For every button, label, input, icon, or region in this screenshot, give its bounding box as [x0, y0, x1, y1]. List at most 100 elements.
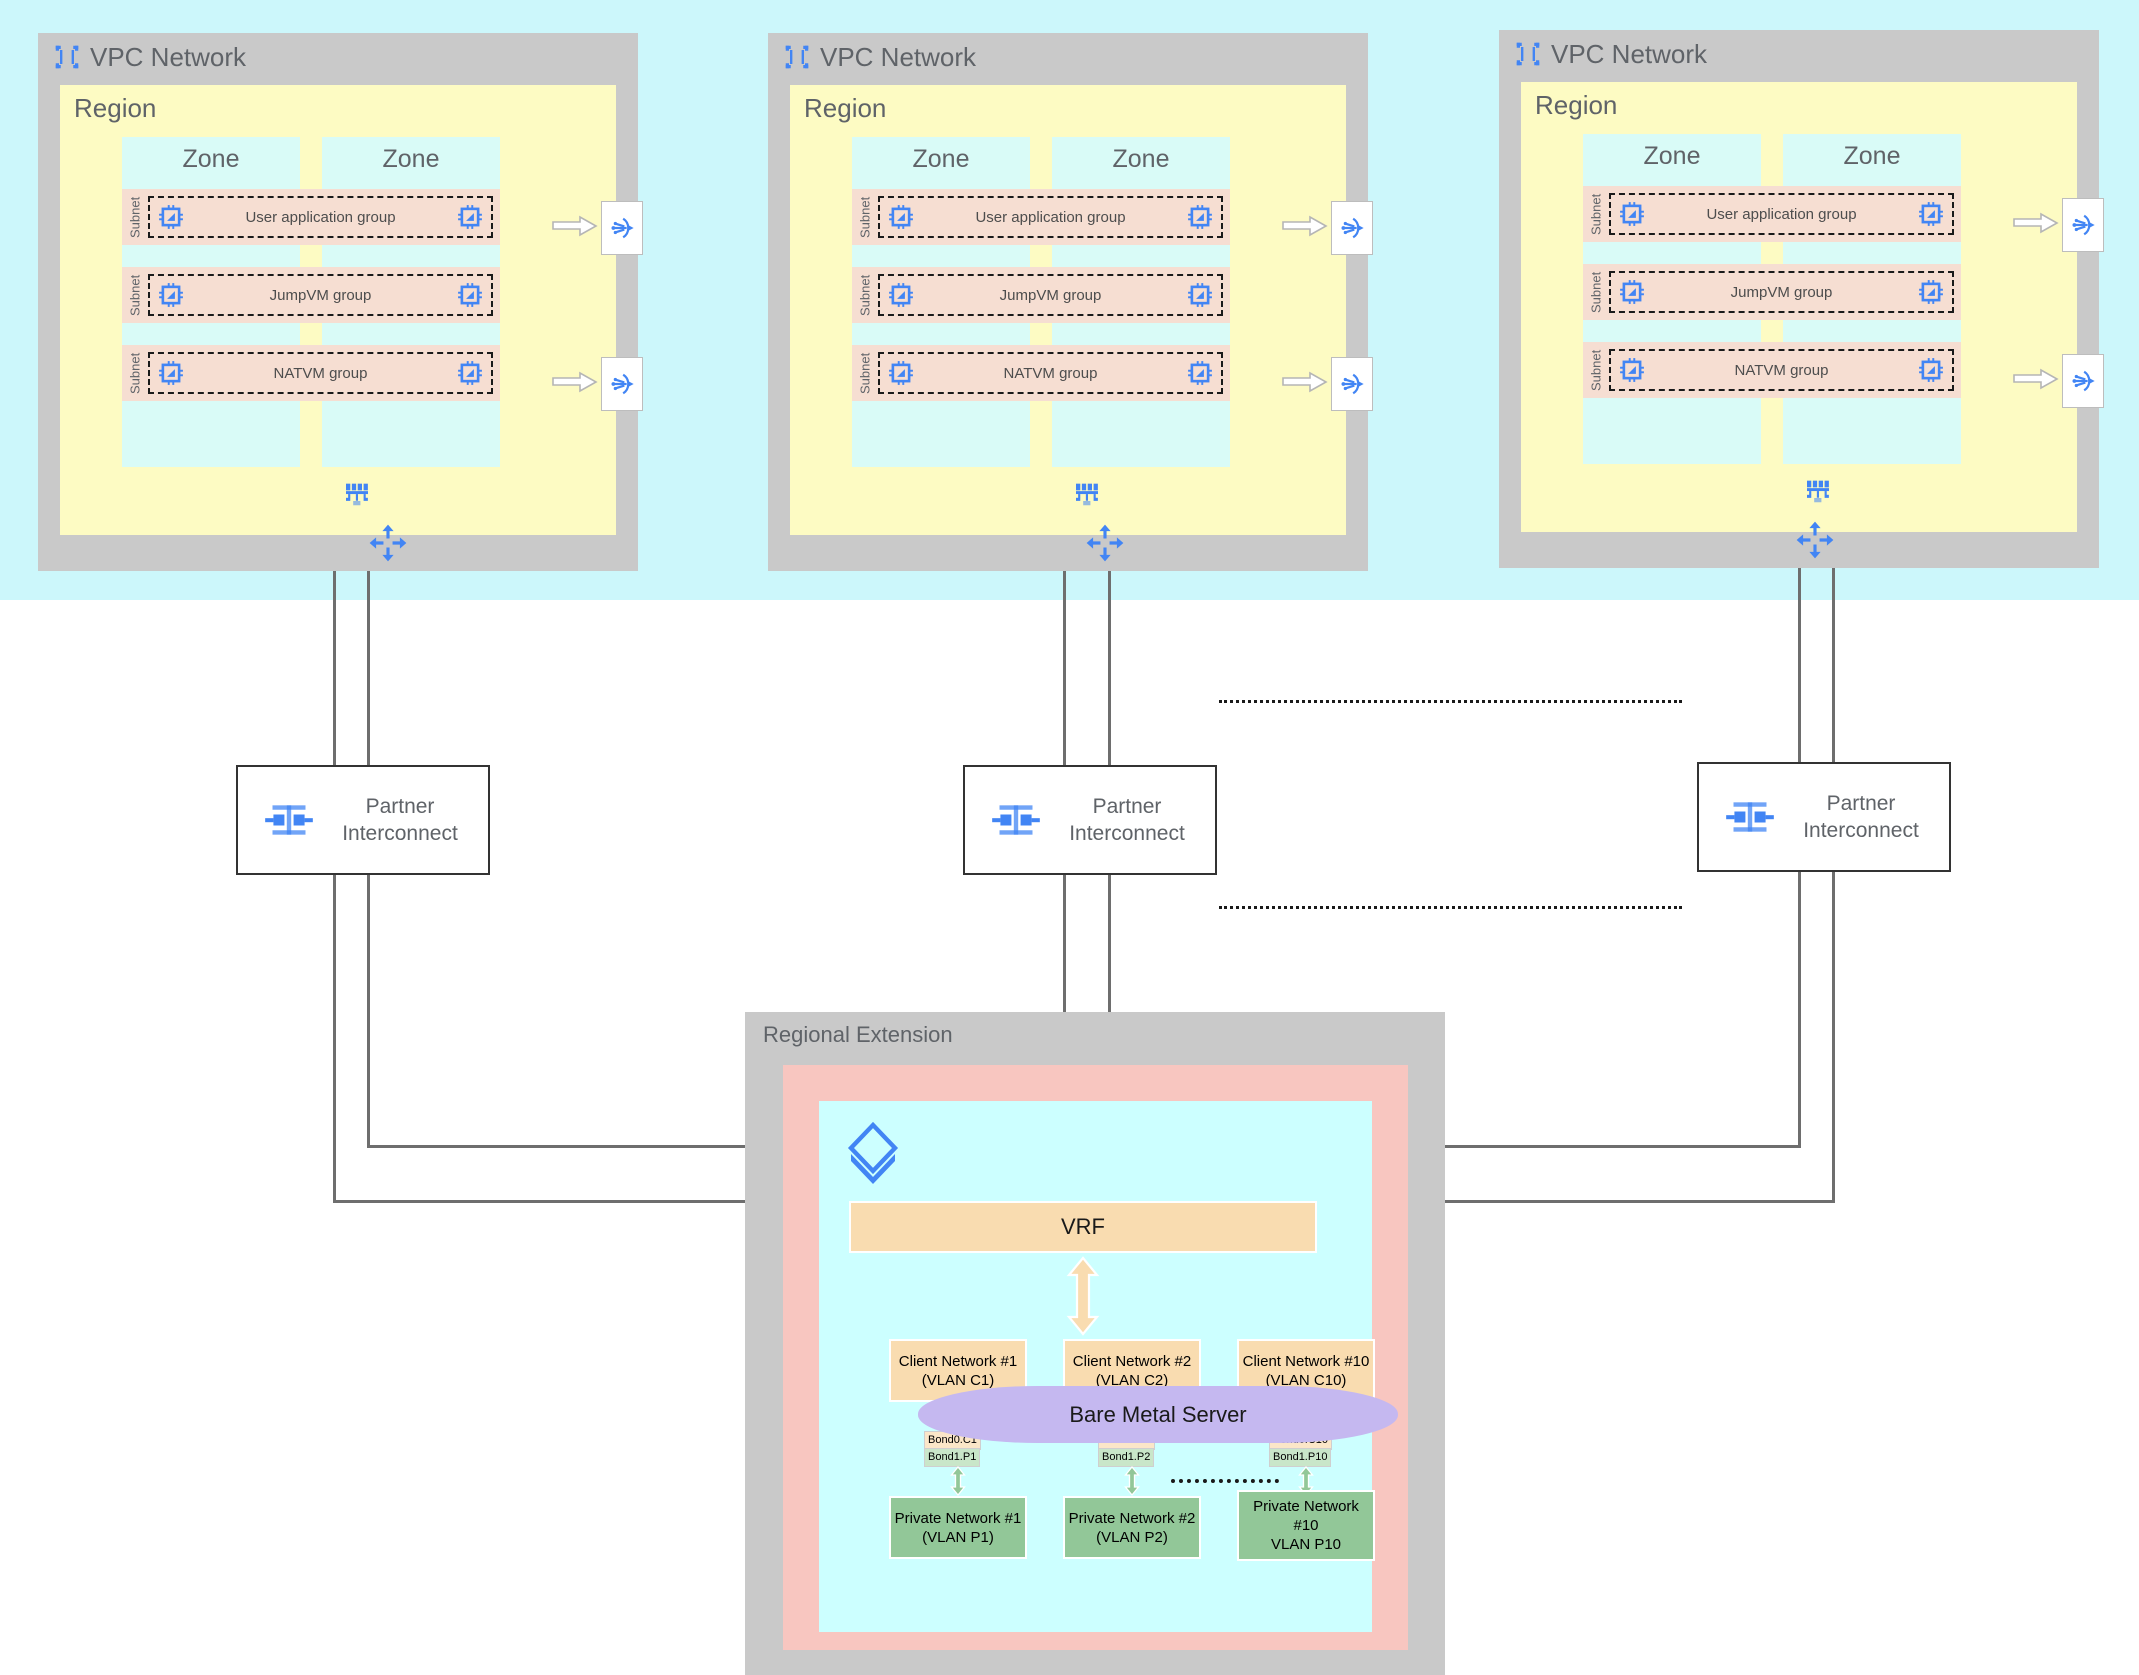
arrow-to-nat-3-3 — [2013, 368, 2059, 390]
partner-interconnect-2[interactable]: Partner Interconnect — [963, 765, 1217, 875]
vpc-network-icon — [1513, 39, 1543, 69]
subnet-3-1: Subnet User application group — [1583, 186, 1961, 242]
cn10-line2: (VLAN C10) — [1265, 1371, 1347, 1389]
wire-vpc1-e — [333, 1200, 778, 1203]
wire-vpc2-b — [1108, 533, 1111, 796]
pn10-line2: #10 — [1293, 1517, 1319, 1534]
private-network-10-text: Private Network #10 VLAN P10 — [1253, 1497, 1359, 1554]
cn2-line2: (VLAN C2) — [1095, 1371, 1169, 1389]
pn2-line2: (VLAN P2) — [1096, 1528, 1168, 1546]
vpc-header-label-2: VPC Network — [820, 42, 977, 72]
subnet-1-3: Subnet NATVM group — [122, 345, 500, 401]
subnet-label-3-2: Subnet — [1588, 271, 1604, 313]
region-label-2: Region — [804, 93, 887, 123]
subnet-label-2-3: Subnet — [857, 352, 873, 394]
cn10-line1: Client Network #10 — [1242, 1352, 1370, 1370]
zone-label-1-right: Zone — [382, 145, 440, 173]
region-label-3: Region — [1535, 90, 1618, 120]
group-label-1-2: JumpVM group — [269, 286, 372, 304]
pn10-line3: VLAN P10 — [1270, 1536, 1342, 1553]
group-label-3-3: NATVM group — [1734, 361, 1829, 379]
partner-interconnect-3[interactable]: Partner Interconnect — [1697, 762, 1951, 872]
partner-interconnect-1[interactable]: Partner Interconnect — [236, 765, 490, 875]
subnet-1-2: Subnet JumpVM group — [122, 267, 500, 323]
network-switch-icon — [1801, 478, 1837, 510]
subnet-label-3-1: Subnet — [1588, 193, 1604, 235]
vm-chip-icon — [1918, 279, 1944, 305]
wire-vpc1-b — [367, 533, 370, 796]
regional-extension[interactable]: Regional Extension VRF — [745, 1012, 1445, 1675]
pn10-line1: Private Network — [1253, 1498, 1359, 1515]
network-switch-icon — [1070, 481, 1106, 513]
vpc-header-1: VPC Network — [38, 33, 638, 85]
bond-label-p2: Bond1.P2 — [1098, 1448, 1155, 1467]
pi-label-line1: Partner — [365, 795, 435, 818]
region-2: Region Zone Zone Subnet User application… — [790, 85, 1346, 535]
pn2-line1: Private Network #2 — [1068, 1509, 1196, 1527]
instance-group-3-2: JumpVM group — [1609, 271, 1954, 313]
pi-label-line2: Interconnect — [342, 822, 458, 845]
group-label-1-3: NATVM group — [273, 364, 368, 382]
arrow-to-nat-2-3 — [1282, 371, 1328, 393]
cloud-nat-1-1[interactable] — [601, 201, 643, 255]
subnet-2-1: Subnet User application group — [852, 189, 1230, 245]
region-label-1: Region — [74, 93, 157, 123]
zone-label-3-right: Zone — [1843, 142, 1901, 170]
vm-chip-icon — [1918, 357, 1944, 383]
subnet-2-2: Subnet JumpVM group — [852, 267, 1230, 323]
arrow-to-nat-2-1 — [1282, 215, 1328, 237]
vpc-panel-3[interactable]: VPC Network Region Zone Zone Subnet User… — [1499, 30, 2099, 568]
region-3: Region Zone Zone Subnet User application… — [1521, 82, 2077, 532]
vm-chip-icon — [1619, 201, 1645, 227]
vm-chip-icon — [457, 282, 483, 308]
instance-group-3-3: NATVM group — [1609, 349, 1954, 391]
vpc-network-icon — [782, 42, 812, 72]
private-network-10[interactable]: Private Network #10 VLAN P10 — [1237, 1490, 1375, 1561]
cloud-nat-2-3[interactable] — [1331, 357, 1373, 411]
instance-group-2-3: NATVM group — [878, 352, 1223, 394]
instance-group-1-3: NATVM group — [148, 352, 493, 394]
subnet-label-1-2: Subnet — [127, 274, 143, 316]
cloud-nat-2-1[interactable] — [1331, 201, 1373, 255]
vpc-panel-2[interactable]: VPC Network Region Zone Zone Subnet User… — [768, 33, 1368, 571]
client-network-1-text: Client Network #1 (VLAN C1) — [899, 1352, 1017, 1390]
wire-vpc3-b — [1832, 533, 1835, 796]
ellipsis-separator-bottom — [1219, 906, 1682, 909]
subnet-1-1: Subnet User application group — [122, 189, 500, 245]
wire-vpc1-c — [333, 865, 336, 1200]
subnet-label-2-1: Subnet — [857, 196, 873, 238]
wire-vpc3-d — [1832, 865, 1835, 1203]
cloud-nat-3-3[interactable] — [2062, 354, 2104, 408]
arrow-to-nat-1-1 — [552, 215, 598, 237]
vrf-box[interactable]: VRF — [849, 1201, 1317, 1253]
regional-extension-cyan-layer: VRF Client Network #1 (VLAN C1) — [819, 1101, 1398, 1632]
vm-chip-icon — [1187, 360, 1213, 386]
instance-group-1-2: JumpVM group — [148, 274, 493, 316]
subnet-label-3-3: Subnet — [1588, 349, 1604, 391]
zone-label-2-right: Zone — [1112, 145, 1170, 173]
vpc-header-3: VPC Network — [1499, 30, 2099, 82]
private-network-2[interactable]: Private Network #2 (VLAN P2) — [1063, 1496, 1201, 1559]
vm-chip-icon — [888, 360, 914, 386]
private-network-1-text: Private Network #1 (VLAN P1) — [895, 1509, 1022, 1547]
private-network-1[interactable]: Private Network #1 (VLAN P1) — [889, 1496, 1027, 1559]
instance-group-1-1: User application group — [148, 196, 493, 238]
partner-interconnect-label-1: Partner Interconnect — [322, 793, 488, 847]
instance-group-2-2: JumpVM group — [878, 274, 1223, 316]
group-label-3-1: User application group — [1706, 205, 1857, 223]
partner-interconnect-icon — [1717, 795, 1783, 839]
cloud-nat-3-1[interactable] — [2062, 198, 2104, 252]
vpc-panel-1[interactable]: VPC Network Region Zone Zone Subnet User… — [38, 33, 638, 571]
subnet-2-3: Subnet NATVM group — [852, 345, 1230, 401]
bare-metal-server[interactable]: Bare Metal Server — [918, 1386, 1398, 1443]
cloud-router-icon — [1084, 522, 1126, 564]
wire-vpc3-f — [1322, 1200, 1835, 1203]
cloud-nat-1-3[interactable] — [601, 357, 643, 411]
vm-chip-icon — [457, 204, 483, 230]
wire-vpc3-e — [1322, 1145, 1801, 1148]
pi-label-line2: Interconnect — [1803, 819, 1919, 842]
zone-label-2-left: Zone — [912, 145, 970, 173]
vm-chip-icon — [457, 360, 483, 386]
ellipsis-separator-top — [1219, 700, 1682, 703]
